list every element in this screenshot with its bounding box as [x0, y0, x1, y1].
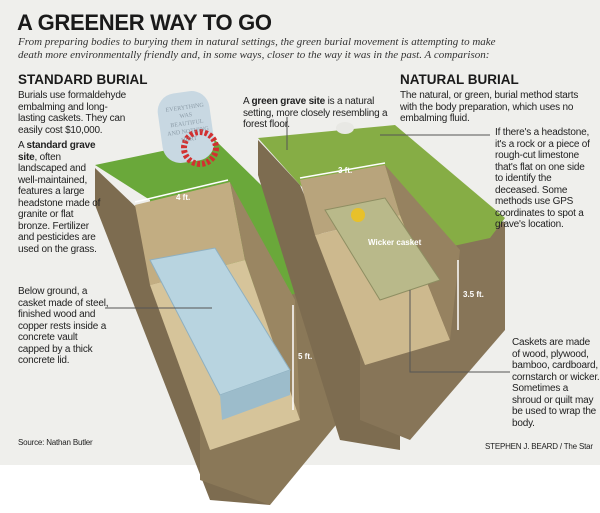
wicker-casket	[324, 197, 441, 301]
headstone-inscription: EVERYTHING WAS BEAUTIFUL AND NOTHING HUR…	[165, 102, 210, 144]
standard-site-text: A standard grave site, often landscaped …	[18, 140, 103, 255]
casket-label: Wicker casket	[368, 238, 422, 247]
subtitle: From preparing bodies to burying them in…	[18, 36, 496, 61]
natural-width-arrow	[299, 162, 386, 179]
page-title: A GREENER WAY TO GO	[17, 10, 272, 35]
wreath	[181, 129, 219, 167]
natural-site-text: A green grave site is a natural setting,…	[243, 96, 399, 131]
natural-site-bold: green grave site	[251, 96, 326, 107]
width-arrow	[134, 179, 229, 203]
vault-side	[220, 370, 290, 420]
standard-site-rest: , often landscaped and well-maintained, …	[18, 151, 101, 255]
standard-heading: STANDARD BURIAL	[18, 72, 148, 87]
standard-intro: Burials use formaldehyde embalming and l…	[18, 90, 127, 136]
natural-width-label: 3 ft.	[338, 166, 353, 175]
natural-depth-label: 3.5 ft.	[463, 290, 484, 299]
standard-depth-label: 5 ft.	[298, 352, 313, 361]
natural-caskets-text: Caskets are made of wood, plywood, bambo…	[512, 337, 600, 429]
rock-headstone	[336, 122, 354, 134]
natural-site-rest: is a natural setting, more closely resem…	[243, 96, 388, 130]
standard-below-text: Below ground, a casket made of steel, fi…	[18, 286, 109, 366]
natural-intro: The natural, or green, burial method sta…	[400, 90, 579, 124]
natural-hole-right-wall	[385, 165, 460, 340]
natural-heading: NATURAL BURIAL	[400, 72, 519, 87]
natural-headstone-text: If there's a headstone, it's a rock or a…	[495, 127, 590, 230]
credit: STEPHEN J. BEARD / The Star	[485, 442, 593, 451]
natural-site-pre: A	[243, 96, 252, 107]
standard-site-bold: standard grave site	[18, 140, 96, 163]
headstone	[157, 91, 215, 163]
leader-line	[409, 290, 510, 373]
source: Source: Nathan Butler	[18, 438, 93, 447]
standard-site-pre: A	[18, 140, 27, 151]
standard-width-label: 4 ft.	[176, 193, 191, 202]
flowers-on-casket	[351, 208, 365, 222]
